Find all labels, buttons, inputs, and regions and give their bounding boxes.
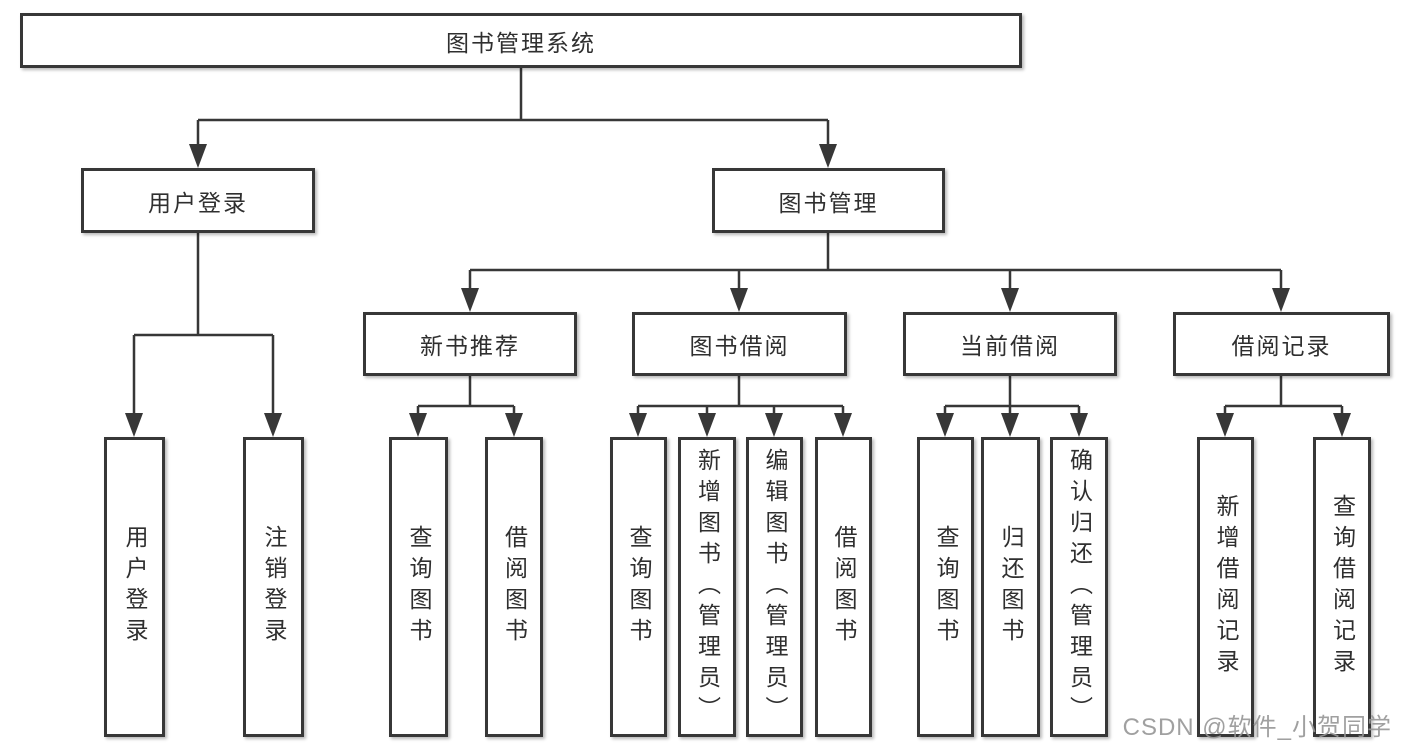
csdn-watermark: CSDN @软件_小贺同学 bbox=[1122, 714, 1392, 741]
node-new-book-recommendation: 新书推荐 bbox=[363, 312, 577, 376]
leaf-query-books-recommend: 查询图书 bbox=[389, 437, 448, 737]
leaf-add-borrow-record: 新增借阅记录 bbox=[1197, 437, 1254, 737]
node-user-login: 用户登录 bbox=[81, 168, 315, 233]
leaf-query-books-borrowing: 查询图书 bbox=[610, 437, 667, 737]
leaf-borrow-books-recommend: 借阅图书 bbox=[485, 437, 543, 737]
leaf-return-books: 归还图书 bbox=[981, 437, 1040, 737]
leaf-logout-login: 注销登录 bbox=[243, 437, 304, 737]
leaf-edit-books-admin: 编辑图书（管理员） bbox=[746, 437, 803, 737]
node-book-borrowing: 图书借阅 bbox=[632, 312, 847, 376]
arrowheads bbox=[125, 144, 1351, 437]
leaf-borrow-books: 借阅图书 bbox=[815, 437, 872, 737]
node-current-borrowing: 当前借阅 bbox=[903, 312, 1117, 376]
leaf-query-borrow-record: 查询借阅记录 bbox=[1313, 437, 1371, 737]
node-book-management: 图书管理 bbox=[712, 168, 945, 233]
node-borrowing-records: 借阅记录 bbox=[1173, 312, 1390, 376]
node-book-management-system: 图书管理系统 bbox=[20, 13, 1022, 68]
leaf-add-books-admin: 新增图书（管理员） bbox=[678, 437, 736, 737]
leaf-confirm-return-admin: 确认归还（管理员） bbox=[1050, 437, 1108, 737]
leaf-query-books-current: 查询图书 bbox=[917, 437, 974, 737]
leaf-user-login: 用户登录 bbox=[104, 437, 165, 737]
